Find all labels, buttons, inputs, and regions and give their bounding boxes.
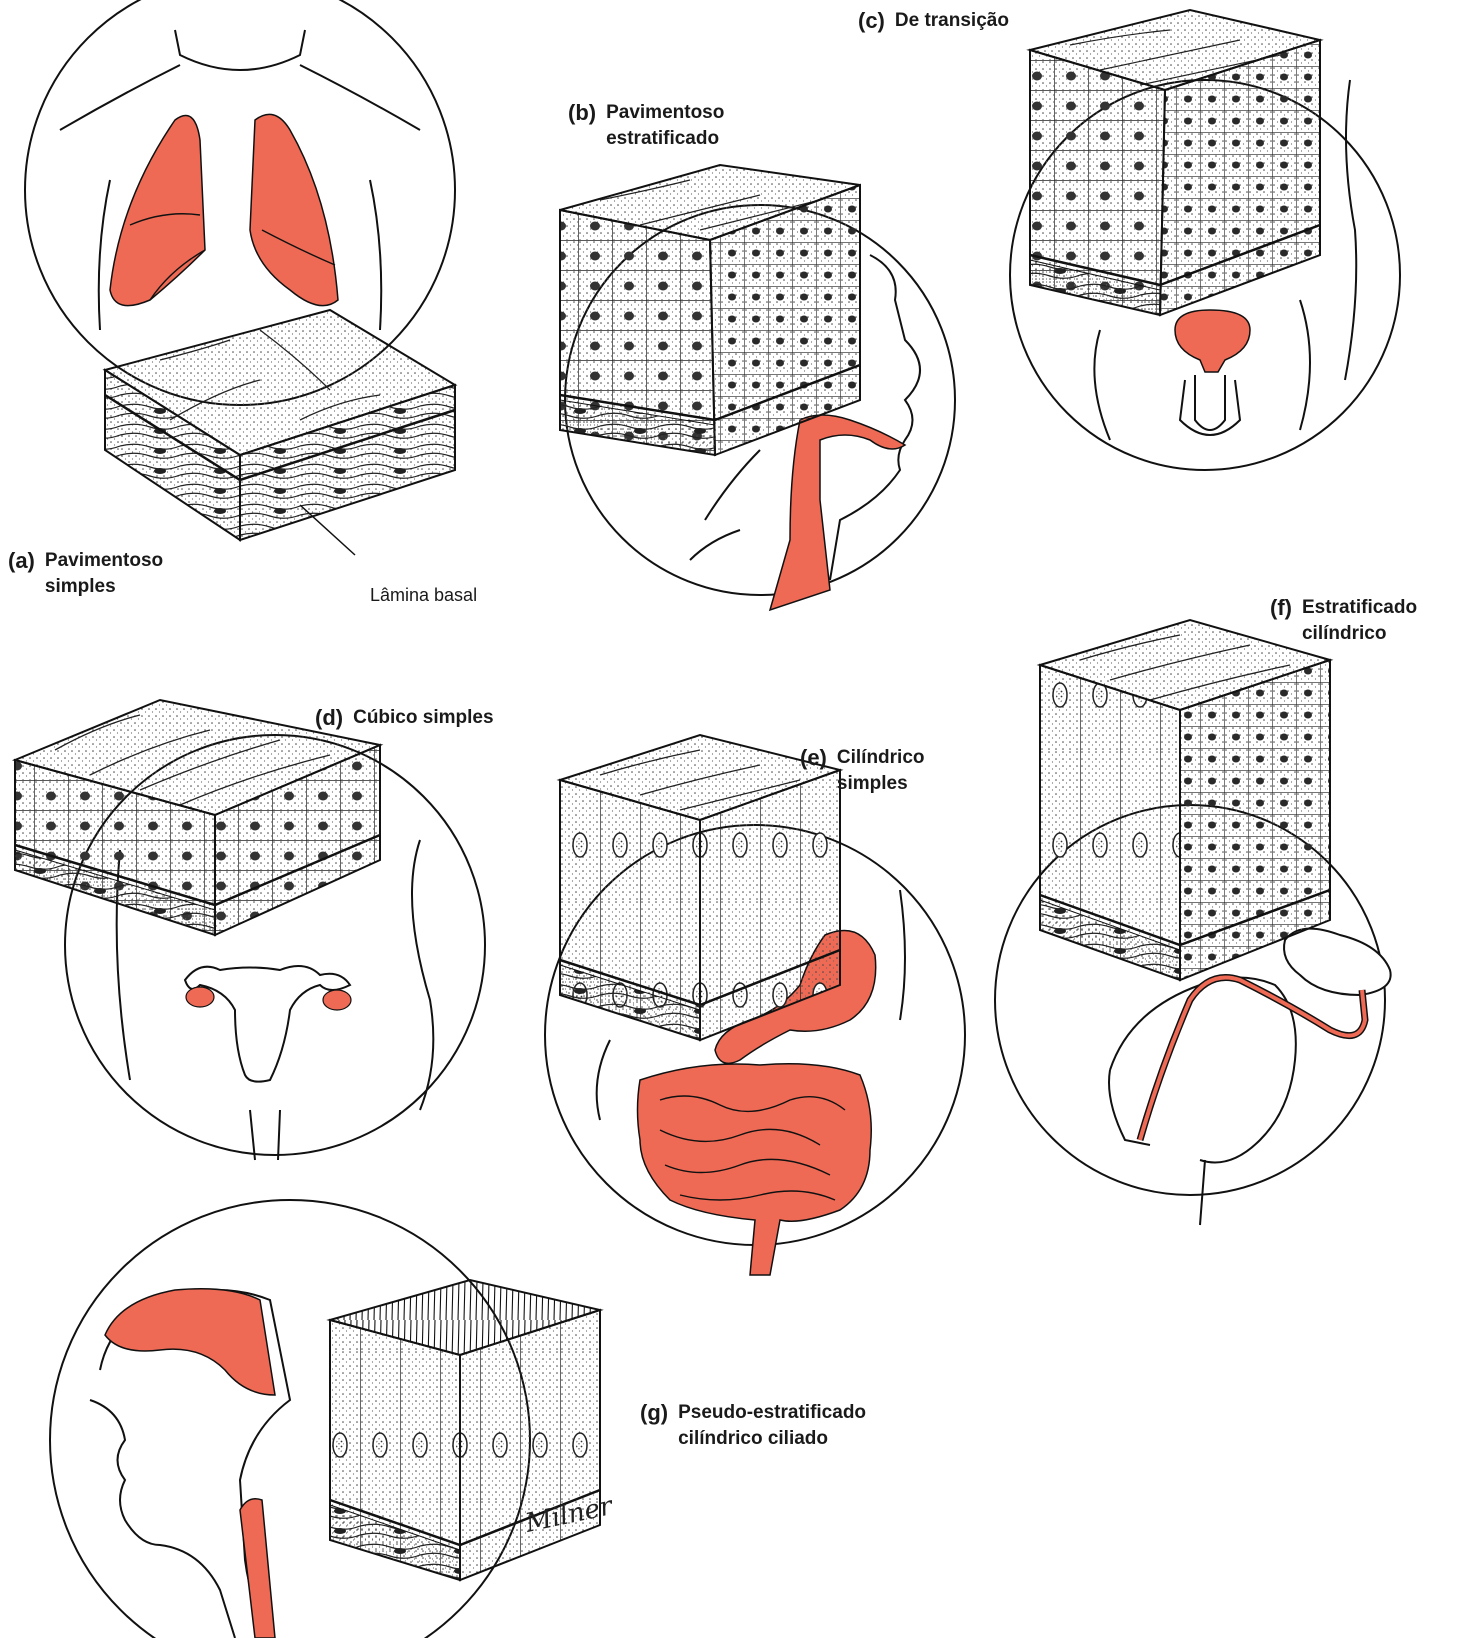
label-d-letter: (d) (315, 705, 343, 731)
panel-f-columnar-stratified (995, 620, 1391, 1225)
label-f: (f) Estratificado cilíndrico (1270, 595, 1417, 647)
panel-c-transitional (1010, 10, 1400, 470)
label-e-line1: Cilíndrico (837, 747, 925, 768)
label-e-line2: simples (837, 773, 908, 794)
panel-e-columnar-simple (545, 735, 965, 1275)
label-b-letter: (b) (568, 100, 596, 126)
panel-b-squamous-stratified (560, 165, 955, 610)
label-a: (a) Pavimentoso simples (8, 548, 163, 600)
label-b: (b) Pavimentoso estratificado (568, 100, 724, 152)
label-e: (e) Cilíndrico simples (800, 745, 925, 797)
label-c-line1: De transição (895, 10, 1009, 31)
panel-d-cuboidal-simple (15, 700, 485, 1160)
label-a-line1: Pavimentoso (45, 550, 163, 571)
label-c: (c) De transição (858, 8, 1009, 36)
basal-lamina-label: Lâmina basal (370, 585, 477, 606)
label-g-line2: cilíndrico ciliado (678, 1428, 828, 1449)
label-c-letter: (c) (858, 8, 885, 34)
panel-a-squamous-simple (25, 0, 455, 555)
label-a-line2: simples (45, 576, 116, 597)
label-e-letter: (e) (800, 745, 827, 771)
label-g-letter: (g) (640, 1400, 668, 1426)
label-f-line2: cilíndrico (1302, 623, 1386, 644)
label-g: (g) Pseudo-estratificado cilíndrico ciliad… (640, 1400, 866, 1452)
label-d-line1: Cúbico simples (353, 707, 493, 728)
label-f-line1: Estratificado (1302, 597, 1417, 618)
label-b-line2: estratificado (606, 128, 719, 149)
label-d: (d) Cúbico simples (315, 705, 494, 733)
label-b-line1: Pavimentoso (606, 102, 724, 123)
label-a-letter: (a) (8, 548, 35, 574)
panel-g-pseudostratified-ciliated (50, 1200, 600, 1638)
label-f-letter: (f) (1270, 595, 1292, 621)
label-g-line1: Pseudo-estratificado (678, 1402, 866, 1423)
